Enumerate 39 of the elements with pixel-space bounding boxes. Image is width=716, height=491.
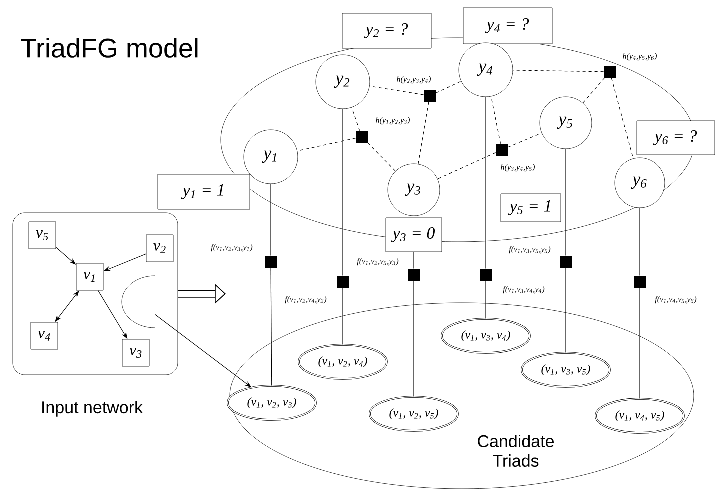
value-box: y$_{1}$ = 1 (158, 174, 250, 210)
connector-line (582, 78, 605, 104)
connector-line (370, 86, 424, 96)
vertex-box: v$_{2}$ (146, 234, 174, 262)
factor-label: f(v$_{1}$,v$_{3}$,v$_{5}$,y$_{5}$) (509, 246, 551, 254)
connector-line (438, 152, 496, 180)
connector-line (368, 142, 396, 172)
connector-line (352, 107, 360, 132)
node-label: Input network (42, 401, 144, 417)
node-label: Candidate Triads (478, 435, 554, 468)
value-box: y$_{6}$ = ? (636, 120, 716, 156)
factor-label: f(v$_{1}$,v$_{2}$,v$_{5}$,y$_{3}$) (357, 258, 399, 266)
connector-line (342, 288, 344, 346)
connector-line (436, 81, 462, 94)
connector-line (611, 78, 634, 159)
title: TriadFG model (21, 38, 198, 58)
factor-label: h(y$_{4}$,y$_{5}$,y$_{6}$) (623, 53, 657, 61)
factor-label: f(v$_{1}$,v$_{2}$,v$_{4}$,y$_{2}$) (285, 296, 327, 304)
value-box: y$_{4}$ = ? (463, 8, 553, 44)
vertex-box: v$_{4}$ (30, 322, 58, 350)
vertex-box: v$_{5}$ (28, 222, 56, 250)
connector-line (512, 70, 604, 72)
connector-line (342, 108, 344, 276)
connector-line (418, 102, 430, 164)
vertex-box: v$_{1}$ (76, 263, 104, 291)
connector-line (270, 184, 272, 256)
value-box: y$_{3}$ = 0 (386, 218, 442, 252)
factor-label: h(y$_{1}$,y$_{2}$,y$_{3}$) (376, 117, 410, 125)
value-box: y$_{2}$ = ? (342, 13, 432, 49)
factor-label: f(v$_{1}$,v$_{4}$,v$_{5}$,y$_{6}$) (655, 296, 697, 304)
connector-line (270, 268, 272, 386)
factor-label: h(y$_{3}$,y$_{4}$,y$_{5}$) (501, 164, 535, 172)
arc (122, 276, 156, 328)
vertex-box: v$_{3}$ (122, 339, 150, 367)
factor-label: h(y$_{2}$,y$_{3}$,y$_{4}$) (397, 76, 431, 84)
connector-line (508, 132, 542, 148)
factor-label: f(v$_{1}$,v$_{3}$,v$_{4}$,y$_{4}$) (503, 286, 545, 294)
factor-label: f(v$_{1}$,v$_{2}$,v$_{3}$,y$_{1}$) (211, 244, 253, 252)
value-box: y$_{5}$ = 1 (500, 194, 562, 222)
